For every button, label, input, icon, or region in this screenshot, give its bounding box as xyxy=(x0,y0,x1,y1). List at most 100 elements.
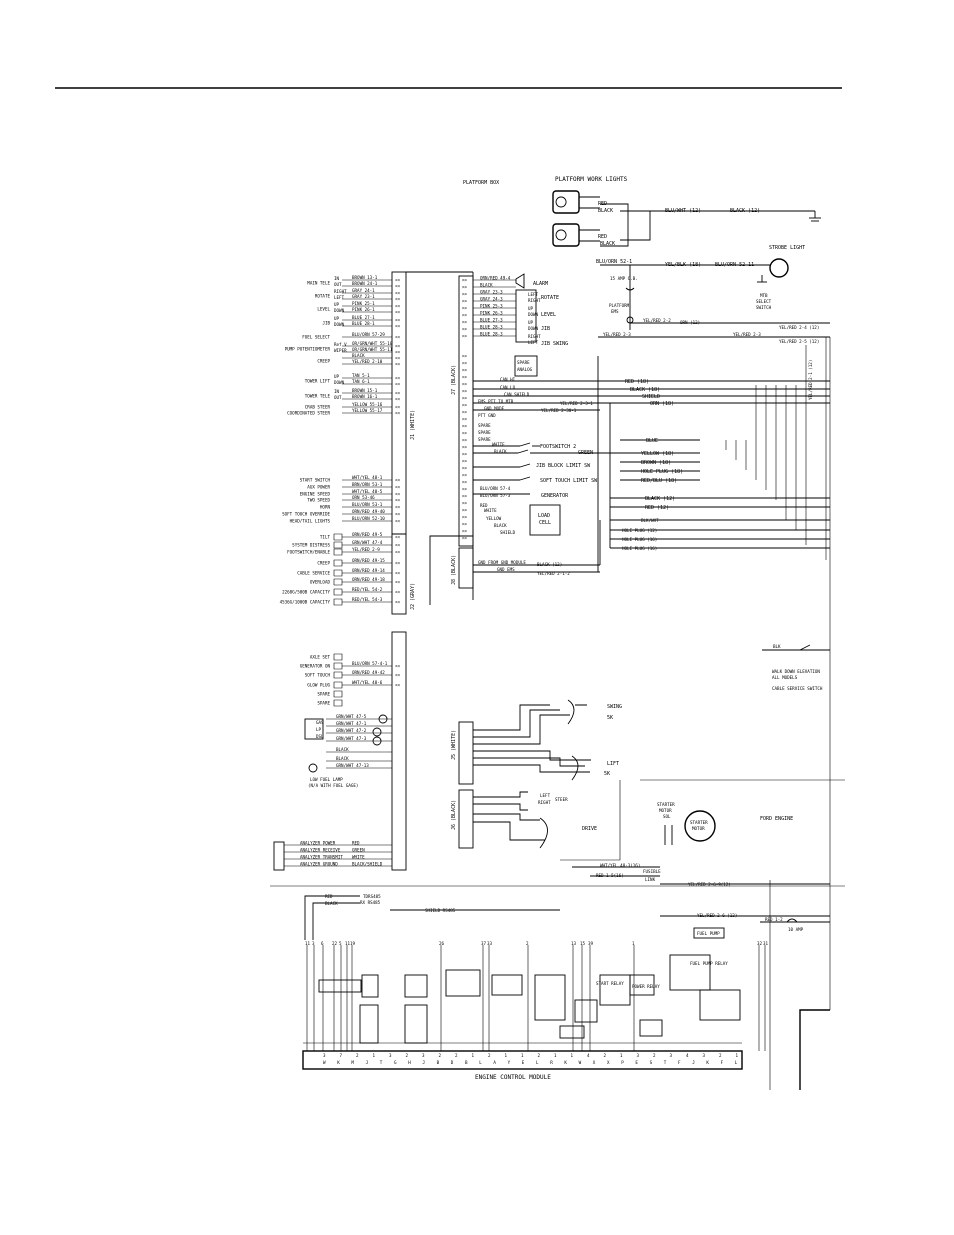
fuel-wire: GRN/WHT 47-3 xyxy=(336,736,367,741)
ptt-gnd: PTT GND xyxy=(478,413,496,418)
ecm-pin-bottom: 2 xyxy=(653,1053,656,1058)
right-function-dir: DOWN xyxy=(528,312,539,317)
right-function-wire: BLACK xyxy=(480,283,493,288)
left-function-wire: PINK 25-1 xyxy=(352,301,375,306)
pin-mark: >> xyxy=(462,536,468,541)
pin-mark: >> xyxy=(462,529,468,534)
connector-j5-block xyxy=(391,631,407,871)
right-function-wire: ORN/RED 49-4 xyxy=(480,276,511,281)
left-function-wire: BLU/ORN 57-29 xyxy=(352,332,385,337)
pin-mark: << xyxy=(395,324,401,329)
right-function-dir: DOWN xyxy=(528,326,539,331)
ecm-letter: L xyxy=(479,1060,482,1065)
lamp-dsl: DSL xyxy=(316,734,324,739)
ecm-pin-bottom: 1 xyxy=(554,1053,557,1058)
j7-wire: WHITE xyxy=(484,508,497,513)
left-function-wire: BROWN 16-1 xyxy=(352,394,378,399)
ecm-letter: W xyxy=(579,1060,582,1065)
ecm-pin-bottom: 2 xyxy=(406,1053,409,1058)
left-function-wire: WHT/YEL 48-1 xyxy=(352,475,383,480)
pin-mark: << xyxy=(395,335,401,340)
pin-mark: << xyxy=(395,397,401,402)
shield-rs485: SHIELD RS485 xyxy=(425,908,456,913)
blk-wht: BLK/WHT xyxy=(641,518,659,523)
ecm-pin-bottom: 3 xyxy=(422,1053,425,1058)
left-function-dir: IN xyxy=(334,389,340,394)
left-function-label: SPARE xyxy=(317,692,330,697)
low-fuel-lamp xyxy=(308,763,318,773)
ecm-pin-bottom: 1 xyxy=(505,1053,508,1058)
analyzer-wire: RED xyxy=(352,841,360,846)
pin-mark: >> xyxy=(462,361,468,366)
red-rs: RED xyxy=(325,894,333,899)
ecm-letter: J xyxy=(422,1060,425,1065)
j6-label: J6 (BLACK) xyxy=(451,800,457,830)
ecm-pin-top: 11 xyxy=(345,941,351,946)
blu-orn-52-11: BLU/ORN 52-11 xyxy=(715,262,754,268)
left-function-label: PUMP POTENTIOMETER xyxy=(285,347,331,352)
platform-ems-2: EMS xyxy=(611,309,619,314)
jib-r-label: JIB xyxy=(541,326,550,332)
pin-mark: << xyxy=(395,356,401,361)
left-function-wire: OR/GRN/WHT 55-11 xyxy=(352,347,393,352)
pin-mark: >> xyxy=(462,292,468,297)
j7-wire: YELLOW xyxy=(486,516,502,521)
pin-mark: >> xyxy=(462,354,468,359)
pin-mark: >> xyxy=(462,459,468,464)
left-function-dir: DOWN xyxy=(334,380,345,385)
level-r-label: LEVEL xyxy=(541,312,556,318)
brown-18: BROWN (18) xyxy=(641,460,671,466)
pin-mark: << xyxy=(395,376,401,381)
black-12-top: BLACK (12) xyxy=(730,208,760,214)
pin-mark: >> xyxy=(462,410,468,415)
left-function-wire: BLUE 27-1 xyxy=(352,315,375,320)
low-fuel-2: (N/A WITH FUEL GAGE) xyxy=(308,783,358,788)
ecm-letter: K xyxy=(564,1060,567,1065)
alarm-label: ALARM xyxy=(533,281,548,287)
left-function-dir: OUT xyxy=(334,395,342,400)
ecm-pin-bottom: 2 xyxy=(538,1053,541,1058)
ecm-pin-bottom: 4 xyxy=(587,1053,590,1058)
gnd-ems: GND EMS xyxy=(497,567,515,572)
analyzer-wire: BLACK/SHIELD xyxy=(352,862,383,867)
ecm-box xyxy=(302,1050,743,1070)
j7-wire: BLACK xyxy=(494,523,507,528)
load-cell-box xyxy=(529,504,561,536)
j2-label: J2 (GRAY) xyxy=(410,583,416,610)
ecm-letter: B xyxy=(437,1060,440,1065)
ecm-letter: D xyxy=(451,1060,454,1065)
ecm-pin-bottom: 2 xyxy=(439,1053,442,1058)
right-function-dir: UP xyxy=(528,306,534,311)
ecm-pin-bottom: 1 xyxy=(571,1053,574,1058)
start-relay: START RELAY xyxy=(596,981,624,986)
swing-5k: 5K xyxy=(607,715,613,721)
hole-plug-18: HOLE PLUG (18) xyxy=(641,469,683,475)
fuel-wire: BLACK xyxy=(336,747,349,752)
fusible-link-1: FUSIBLE xyxy=(643,869,661,874)
ecm-pin-top: 33 xyxy=(487,941,493,946)
analyzer-label: ANALYZER TRANSMIT xyxy=(300,855,343,860)
pin-mark: >> xyxy=(462,334,468,339)
pin-mark: << xyxy=(395,550,401,555)
left-function-wire: ORN/RED 49-40 xyxy=(352,509,385,514)
orn-12: ORN (12) xyxy=(680,320,700,325)
left-function-wire: BROWN 13-1 xyxy=(352,275,378,280)
wht-yel-483: WHT/YEL 48-3(16) xyxy=(600,863,640,868)
ecm-pin-top: 5 xyxy=(339,941,342,946)
left-function-label: JIB xyxy=(322,321,330,326)
ecm-pin-top: 39 xyxy=(588,941,594,946)
load-cell-2: CELL xyxy=(539,520,551,526)
left-function-label: CREEP xyxy=(317,561,330,566)
pin-mark: << xyxy=(395,310,401,315)
right-function-wire: PINK 25-3 xyxy=(480,304,503,309)
pin-mark: << xyxy=(395,278,401,283)
left-function-wire: YELLOW 55-17 xyxy=(352,408,383,413)
right-function-wire: BLUE 28-3 xyxy=(480,332,503,337)
